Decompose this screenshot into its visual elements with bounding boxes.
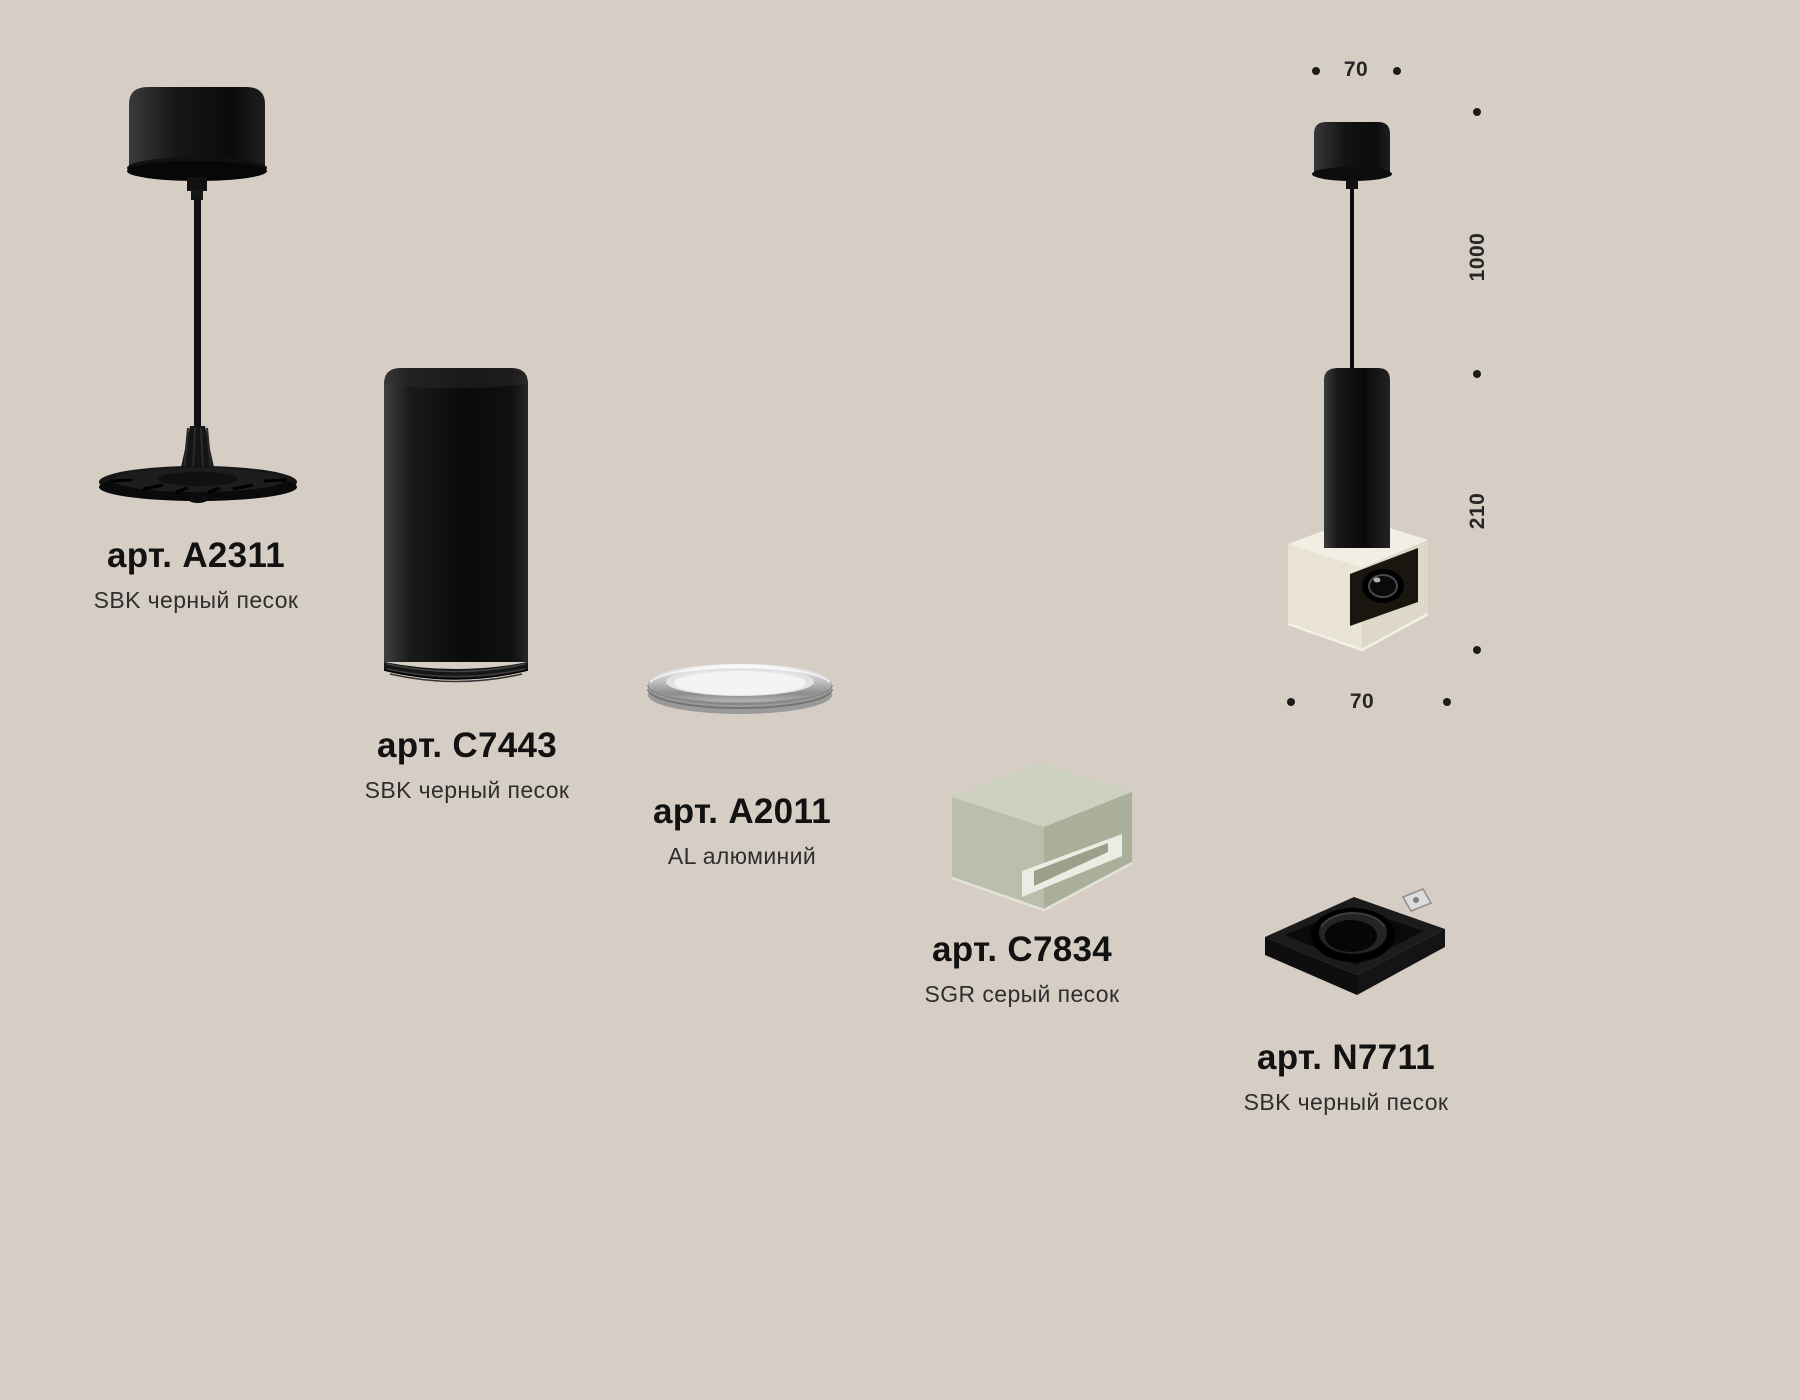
dim-dot-bottom-left: [1287, 698, 1295, 706]
a2011-ring-illustration: [647, 664, 833, 714]
product-image-c7443: [377, 360, 535, 698]
product-label-a2011: арт. A2011 AL алюминий: [582, 792, 902, 870]
c7443-cylinder-illustration: [383, 368, 529, 683]
product-label-c7834: арт. C7834 SGR серый песок: [862, 930, 1182, 1008]
product-label-n7711: арт. N7711 SBK черный песок: [1186, 1038, 1506, 1116]
product-finish-c7834: SGR серый песок: [924, 981, 1120, 1007]
dimension-bottom-width: 70: [1349, 690, 1375, 713]
product-image-n7711: [1251, 871, 1456, 1023]
dimension-suspension-length: 1000: [1466, 232, 1489, 282]
assembled-pendant-illustration: [1266, 96, 1451, 671]
c7834-housing-illustration: [951, 763, 1133, 912]
dim-dot-bottom-right: [1443, 698, 1451, 706]
product-label-c7443: арт. C7443 SBK черный песок: [307, 726, 627, 804]
product-art-c7834: арт. C7834: [931, 930, 1113, 969]
product-art-a2311: арт. A2311: [106, 536, 286, 575]
product-finish-a2311: SBK черный песок: [93, 587, 299, 613]
a2311-suspension-illustration: [99, 87, 297, 503]
product-art-a2011: арт. A2011: [652, 792, 832, 831]
product-label-a2311: арт. A2311 SBK черный песок: [36, 536, 356, 614]
product-image-a2311: [88, 78, 308, 533]
dim-dot-top-right: [1393, 67, 1401, 75]
product-finish-n7711: SBK черный песок: [1243, 1089, 1449, 1115]
product-finish-a2011: AL алюминий: [667, 843, 817, 869]
product-image-c7834: [944, 751, 1139, 913]
product-image-a2011: [637, 657, 842, 721]
dim-dot-right-lower: [1473, 646, 1481, 654]
product-finish-c7443: SBK черный песок: [364, 777, 570, 803]
dim-dot-right-upper: [1473, 108, 1481, 116]
dimension-top-width: 70: [1343, 58, 1369, 81]
n7711-gimbal-illustration: [1265, 888, 1445, 995]
dim-dot-top-left: [1312, 67, 1320, 75]
dim-dot-right-mid: [1473, 370, 1481, 378]
product-art-c7443: арт. C7443: [376, 726, 558, 765]
dimension-fixture-height: 210: [1466, 492, 1489, 530]
product-art-n7711: арт. N7711: [1256, 1038, 1436, 1077]
assembled-pendant-svg: [1287, 122, 1429, 652]
